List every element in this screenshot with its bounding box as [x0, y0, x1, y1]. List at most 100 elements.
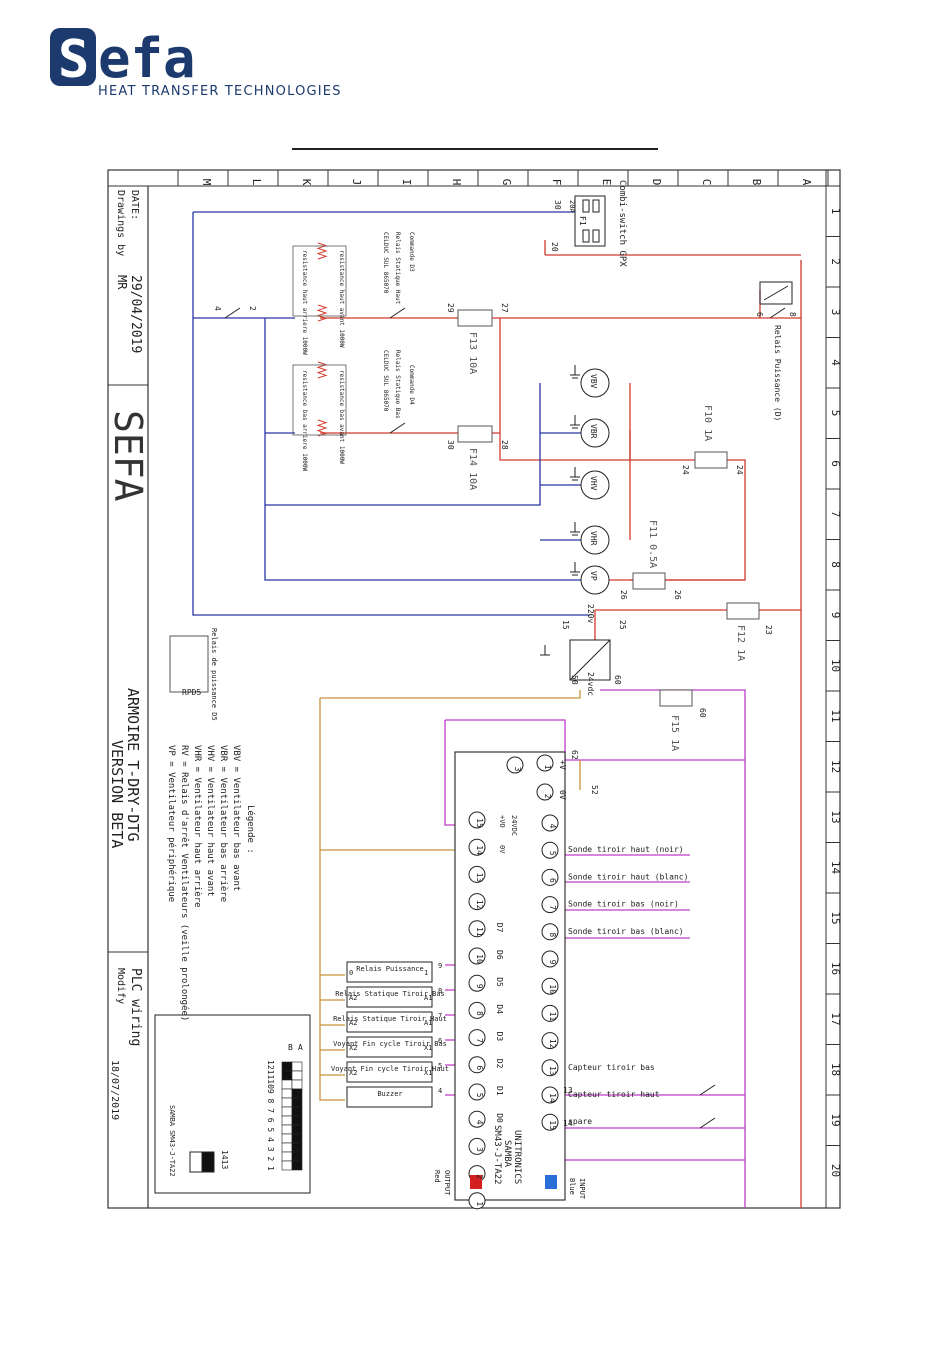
- wire-number-w28: 28: [500, 440, 509, 450]
- wire-number-w24b: 24: [735, 465, 744, 475]
- plc-model: SM43-J-TA22: [492, 1125, 502, 1185]
- wire-number-w29: 29: [446, 303, 455, 313]
- output-device-name: Voyant Fin cycle Tiroir Haut: [331, 1065, 449, 1073]
- wire-number-w26a: 26: [619, 590, 628, 600]
- dip-cell-a: [281, 1097, 293, 1108]
- column-label-H: H: [450, 179, 463, 186]
- column-label-J: J: [350, 179, 363, 186]
- plc-input-pin: [541, 1004, 559, 1022]
- wire-number-w62: 62: [570, 750, 579, 760]
- f1-rating: 20A: [568, 200, 576, 213]
- row-label-3: 3: [829, 309, 842, 316]
- row-label-20: 20: [829, 1164, 842, 1177]
- plc-input-pin: [541, 1032, 559, 1050]
- output-device-t2: X2: [349, 1044, 357, 1052]
- output-device-t2: A2: [349, 994, 357, 1002]
- psu-diag: [569, 639, 611, 681]
- dip-cell-a: [281, 1160, 293, 1171]
- celduc-haut: CELDUC SUL 865070: [382, 232, 389, 294]
- plc-plus-v: +V: [558, 760, 567, 770]
- plc-output-pin-num: 10: [475, 954, 484, 964]
- plc-input-pin: [541, 896, 559, 914]
- legend-item: VHR = Ventilateur haut arrière: [192, 745, 203, 908]
- plc-output-label: D2: [495, 1059, 504, 1069]
- plc-output-pin: [468, 974, 486, 992]
- row-label-8: 8: [829, 561, 842, 568]
- wire-number-w4: 4: [213, 306, 222, 311]
- dip-cell-b: [291, 1124, 303, 1135]
- switch-contact: [592, 199, 600, 213]
- logo-s-box: [50, 28, 96, 86]
- plc-output-label: D5: [495, 977, 504, 987]
- modify-sub: Modify: [115, 968, 126, 1004]
- wire-number-w30b: 30: [446, 440, 455, 450]
- dip-small-b: [201, 1151, 215, 1173]
- input-color: Blue: [568, 1178, 576, 1195]
- plc-pin-num: 1: [543, 765, 552, 770]
- plc-output-pin-num: 12: [475, 900, 484, 910]
- row-label-11: 11: [829, 709, 842, 722]
- wire-number-w26b: 26: [673, 590, 682, 600]
- row-label-14: 14: [829, 861, 842, 875]
- row-label-1: 1: [829, 208, 842, 215]
- plc-output-pin: [468, 947, 486, 965]
- fuse-f12: [726, 602, 760, 620]
- plc-input-pin-num: 6: [548, 878, 557, 883]
- rpd5-label: RPD5: [182, 688, 201, 697]
- fan-label-vp: VP: [589, 571, 598, 581]
- orange-return: [319, 698, 345, 1101]
- modify-label: PLC wiring: [128, 968, 143, 1046]
- plc-input-pin: [541, 923, 559, 941]
- resistor: [316, 304, 328, 322]
- plc-input-label: spare: [568, 1117, 592, 1126]
- plc-input-pin: [541, 1113, 559, 1131]
- plc-input-pin: [541, 841, 559, 859]
- row-label-5: 5: [829, 410, 842, 417]
- legend-item: VBV = Ventilateur bas avant: [231, 745, 241, 891]
- fuse-f14: [457, 425, 493, 443]
- output-device-t2: X2: [349, 1069, 357, 1077]
- plc-zero-v: 0V: [558, 790, 567, 800]
- output-device-wire: 8: [438, 987, 442, 995]
- relais-puissance-label: Relais Puissance (D): [773, 325, 782, 421]
- dip-small-num: 1413: [220, 1150, 229, 1169]
- row-label-18: 18: [829, 1063, 842, 1076]
- plc-output-pin-num: 5: [475, 1093, 484, 1098]
- plc-output-pin: [468, 811, 486, 829]
- wire-number-w8: 8: [788, 312, 797, 317]
- wire-number-w52: 52: [590, 785, 599, 795]
- dip-cell-b: [291, 1106, 303, 1117]
- dip-cell-b: [291, 1088, 303, 1099]
- plc-output-pin: [468, 893, 486, 911]
- output-device: [346, 986, 433, 1008]
- wire-number-w50: 50: [570, 675, 579, 685]
- plc-input-pin-num: 4: [548, 824, 557, 829]
- output-indicator: [470, 1175, 482, 1189]
- plc-output-label: D1: [495, 1086, 504, 1096]
- output-device: [346, 1036, 433, 1058]
- resistor: [316, 361, 328, 379]
- input-indicator: [545, 1175, 557, 1189]
- plc-output-pin-num: 13: [475, 873, 484, 883]
- capteur-bas-switch: [699, 1084, 716, 1096]
- plc-pin-num: 2: [543, 794, 552, 799]
- capteur-wire-13: 13: [563, 1086, 573, 1095]
- row-label-10: 10: [829, 659, 842, 672]
- res-bas-avant: resistance bas avant 1000W: [338, 370, 345, 464]
- switch-contact: [582, 229, 590, 243]
- wire-number-w30a: 30: [553, 200, 562, 210]
- output-device-name: Relais Statique Tiroir Haut: [333, 1015, 447, 1023]
- row-label-15: 15: [829, 911, 842, 924]
- plc-input-pin-num: 8: [548, 932, 557, 937]
- dip-cell-a: [281, 1070, 293, 1081]
- dip-cell-b: [291, 1070, 303, 1081]
- combi-switch-label: Combi-switch GPX: [617, 180, 627, 267]
- relay-coil-box: [759, 281, 793, 305]
- output-device-wire: 9: [438, 962, 442, 970]
- plc-input-label: Sonde tiroir bas (noir): [568, 900, 679, 909]
- output-device-t2: 0: [349, 969, 353, 977]
- plc-input-pin: [541, 814, 559, 832]
- plc-input-pin: [541, 1059, 559, 1077]
- plc-output-label: D4: [495, 1004, 504, 1014]
- company-name: SEFA: [106, 410, 150, 502]
